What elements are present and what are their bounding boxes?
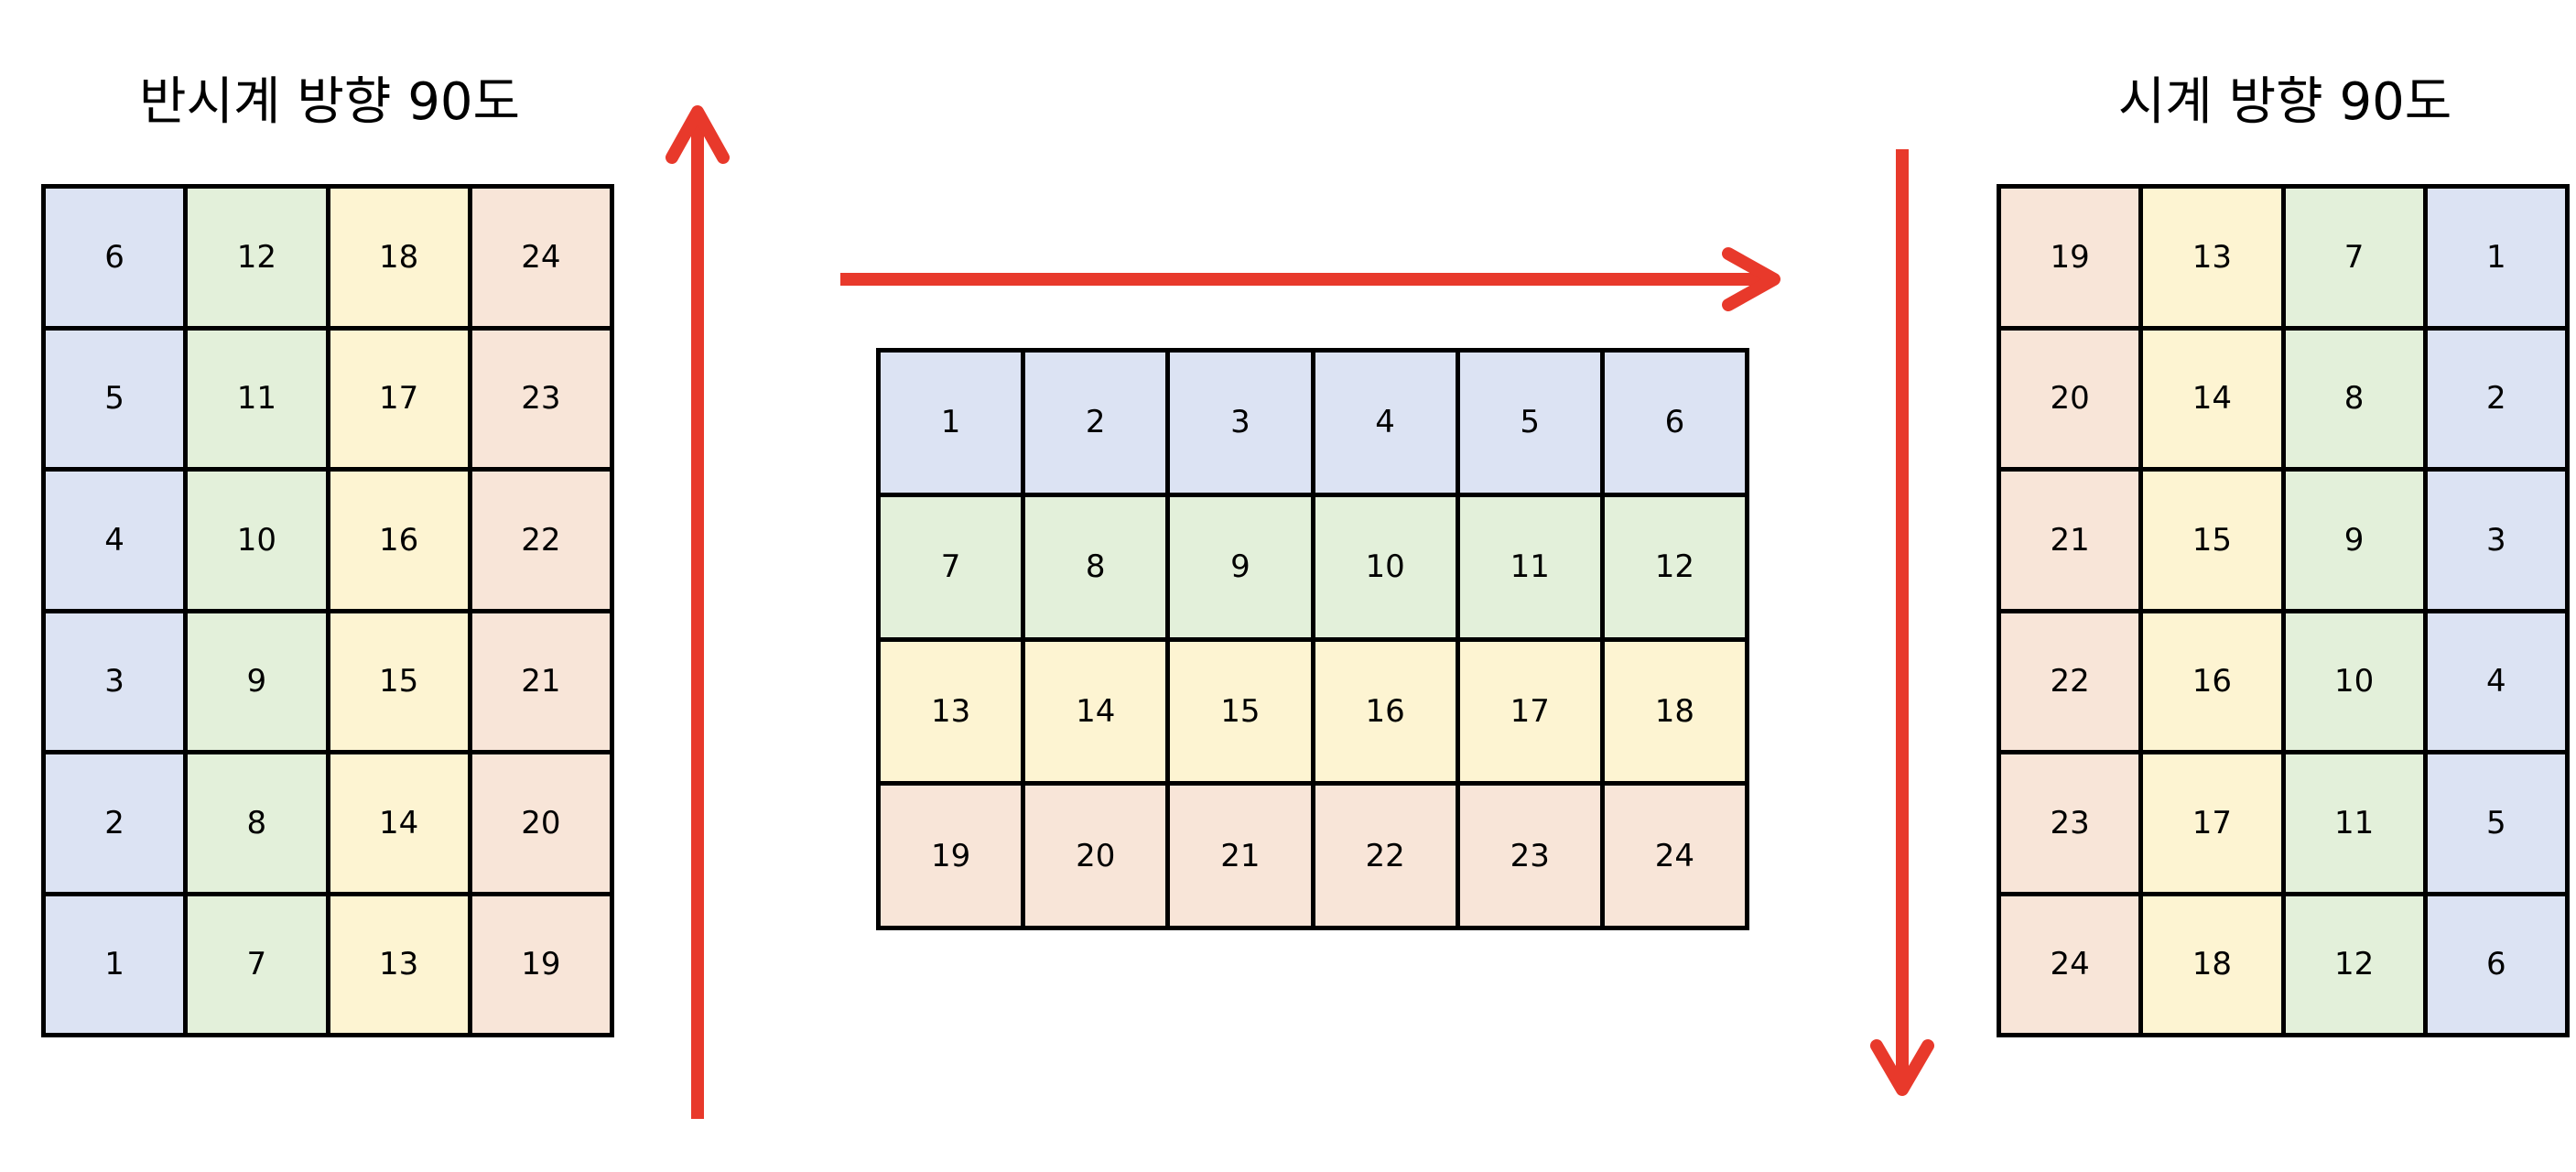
grid-cell: 11 xyxy=(188,330,326,467)
grid-cell: 11 xyxy=(2285,754,2423,892)
grid-cell: 9 xyxy=(188,613,326,750)
grid-cell: 9 xyxy=(1170,496,1311,637)
grid-cell: 15 xyxy=(1170,641,1311,782)
grid-cell: 18 xyxy=(330,189,468,326)
grid-cell: 3 xyxy=(46,613,184,750)
arrow-right xyxy=(840,247,1780,311)
grid-cell: 22 xyxy=(2001,613,2139,750)
arrow-down xyxy=(1870,149,1934,1096)
grid-cell: 16 xyxy=(1315,641,1456,782)
grid-cell: 2 xyxy=(1025,353,1166,493)
title-counterclockwise: 반시계 방향 90도 xyxy=(139,72,520,132)
grid-cell: 17 xyxy=(1459,641,1600,782)
grid-cell: 20 xyxy=(471,754,610,892)
grid-cell: 6 xyxy=(2427,895,2565,1033)
grid-cell: 20 xyxy=(1025,786,1166,926)
grid-cell: 5 xyxy=(1459,353,1600,493)
grid-cell: 14 xyxy=(2143,330,2281,467)
grid-cell: 8 xyxy=(188,754,326,892)
grid-cell: 9 xyxy=(2285,472,2423,609)
grid-cell: 11 xyxy=(1459,496,1600,637)
grid-cell: 10 xyxy=(188,472,326,609)
grid-cell: 4 xyxy=(2427,613,2565,750)
grid-cell: 8 xyxy=(1025,496,1166,637)
grid-cell: 18 xyxy=(2143,895,2281,1033)
arrow-up xyxy=(666,105,730,1119)
grid-cell: 3 xyxy=(2427,472,2565,609)
grid-cell: 1 xyxy=(2427,189,2565,326)
grid-cell: 19 xyxy=(881,786,1022,926)
grid-cell: 24 xyxy=(471,189,610,326)
grid-cell: 7 xyxy=(188,895,326,1033)
grid-cell: 17 xyxy=(2143,754,2281,892)
grid-cell: 14 xyxy=(1025,641,1166,782)
grid-cell: 6 xyxy=(1604,353,1745,493)
grid-cell: 17 xyxy=(330,330,468,467)
grid-cell: 13 xyxy=(881,641,1022,782)
grid-cell: 15 xyxy=(330,613,468,750)
grid-cell: 4 xyxy=(46,472,184,609)
grid-cell: 24 xyxy=(1604,786,1745,926)
grid-cell: 21 xyxy=(2001,472,2139,609)
grid-cell: 5 xyxy=(46,330,184,467)
grid-cell: 16 xyxy=(330,472,468,609)
grid-cell: 4 xyxy=(1315,353,1456,493)
grid-cell: 7 xyxy=(881,496,1022,637)
title-clockwise: 시계 방향 90도 xyxy=(2117,72,2452,132)
grid-cell: 16 xyxy=(2143,613,2281,750)
grid-cell: 12 xyxy=(1604,496,1745,637)
grid-cell: 1 xyxy=(881,353,1022,493)
grid-cell: 18 xyxy=(1604,641,1745,782)
grid-cell: 10 xyxy=(2285,613,2423,750)
grid-cell: 22 xyxy=(471,472,610,609)
grid-cell: 21 xyxy=(471,613,610,750)
grid-cell: 13 xyxy=(2143,189,2281,326)
grid-cell: 12 xyxy=(188,189,326,326)
grid-cell: 15 xyxy=(2143,472,2281,609)
grid-cell: 23 xyxy=(1459,786,1600,926)
grid-cell: 6 xyxy=(46,189,184,326)
grid-cell: 23 xyxy=(471,330,610,467)
grid-cell: 7 xyxy=(2285,189,2423,326)
grid-cell: 3 xyxy=(1170,353,1311,493)
grid-cell: 13 xyxy=(330,895,468,1033)
grid-cell: 12 xyxy=(2285,895,2423,1033)
grid-cell: 2 xyxy=(2427,330,2565,467)
grid-cell: 22 xyxy=(1315,786,1456,926)
grid-cell: 21 xyxy=(1170,786,1311,926)
grid-cell: 14 xyxy=(330,754,468,892)
grid-cell: 23 xyxy=(2001,754,2139,892)
grid-cell: 24 xyxy=(2001,895,2139,1033)
grid-cell: 20 xyxy=(2001,330,2139,467)
grid-cell: 19 xyxy=(471,895,610,1033)
grid-cell: 8 xyxy=(2285,330,2423,467)
grid-cell: 5 xyxy=(2427,754,2565,892)
grid-cell: 10 xyxy=(1315,496,1456,637)
grid-cell: 1 xyxy=(46,895,184,1033)
grid-cell: 2 xyxy=(46,754,184,892)
grid-cell: 19 xyxy=(2001,189,2139,326)
